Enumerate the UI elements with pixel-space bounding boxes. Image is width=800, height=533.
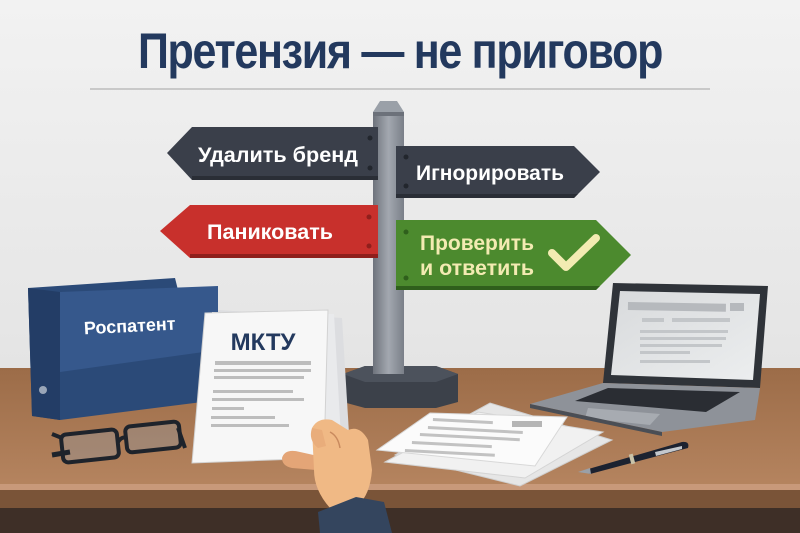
sign-ignore: Игнорировать (396, 146, 600, 198)
papers-stack (375, 402, 614, 487)
laptop-screen-bar (627, 302, 726, 312)
sign-panic: Паниковать (160, 205, 378, 258)
sign-panic-label: Паниковать (207, 221, 333, 244)
sign-check-label-line2: и ответить (420, 257, 534, 280)
pen (578, 441, 689, 474)
sign-delete-brand-label: Удалить бренд (198, 144, 358, 167)
binder: Роспатент (28, 278, 218, 420)
sign-ignore-label: Игнорировать (416, 162, 564, 185)
laptop (530, 283, 768, 436)
document-mktu: МКТУ (191, 309, 350, 464)
hand (282, 419, 392, 533)
title-divider (90, 88, 710, 90)
page-title: Претензия — не приговор (137, 23, 663, 79)
sign-check-label-line1: Проверить (420, 232, 534, 255)
sign-check-and-respond: Проверить и ответить (396, 220, 631, 290)
checkmark-icon (548, 234, 600, 271)
binder-label: Роспатент (83, 314, 176, 339)
sign-delete-brand: Удалить бренд (167, 127, 378, 180)
glasses (51, 419, 187, 465)
document-label: МКТУ (231, 329, 297, 356)
